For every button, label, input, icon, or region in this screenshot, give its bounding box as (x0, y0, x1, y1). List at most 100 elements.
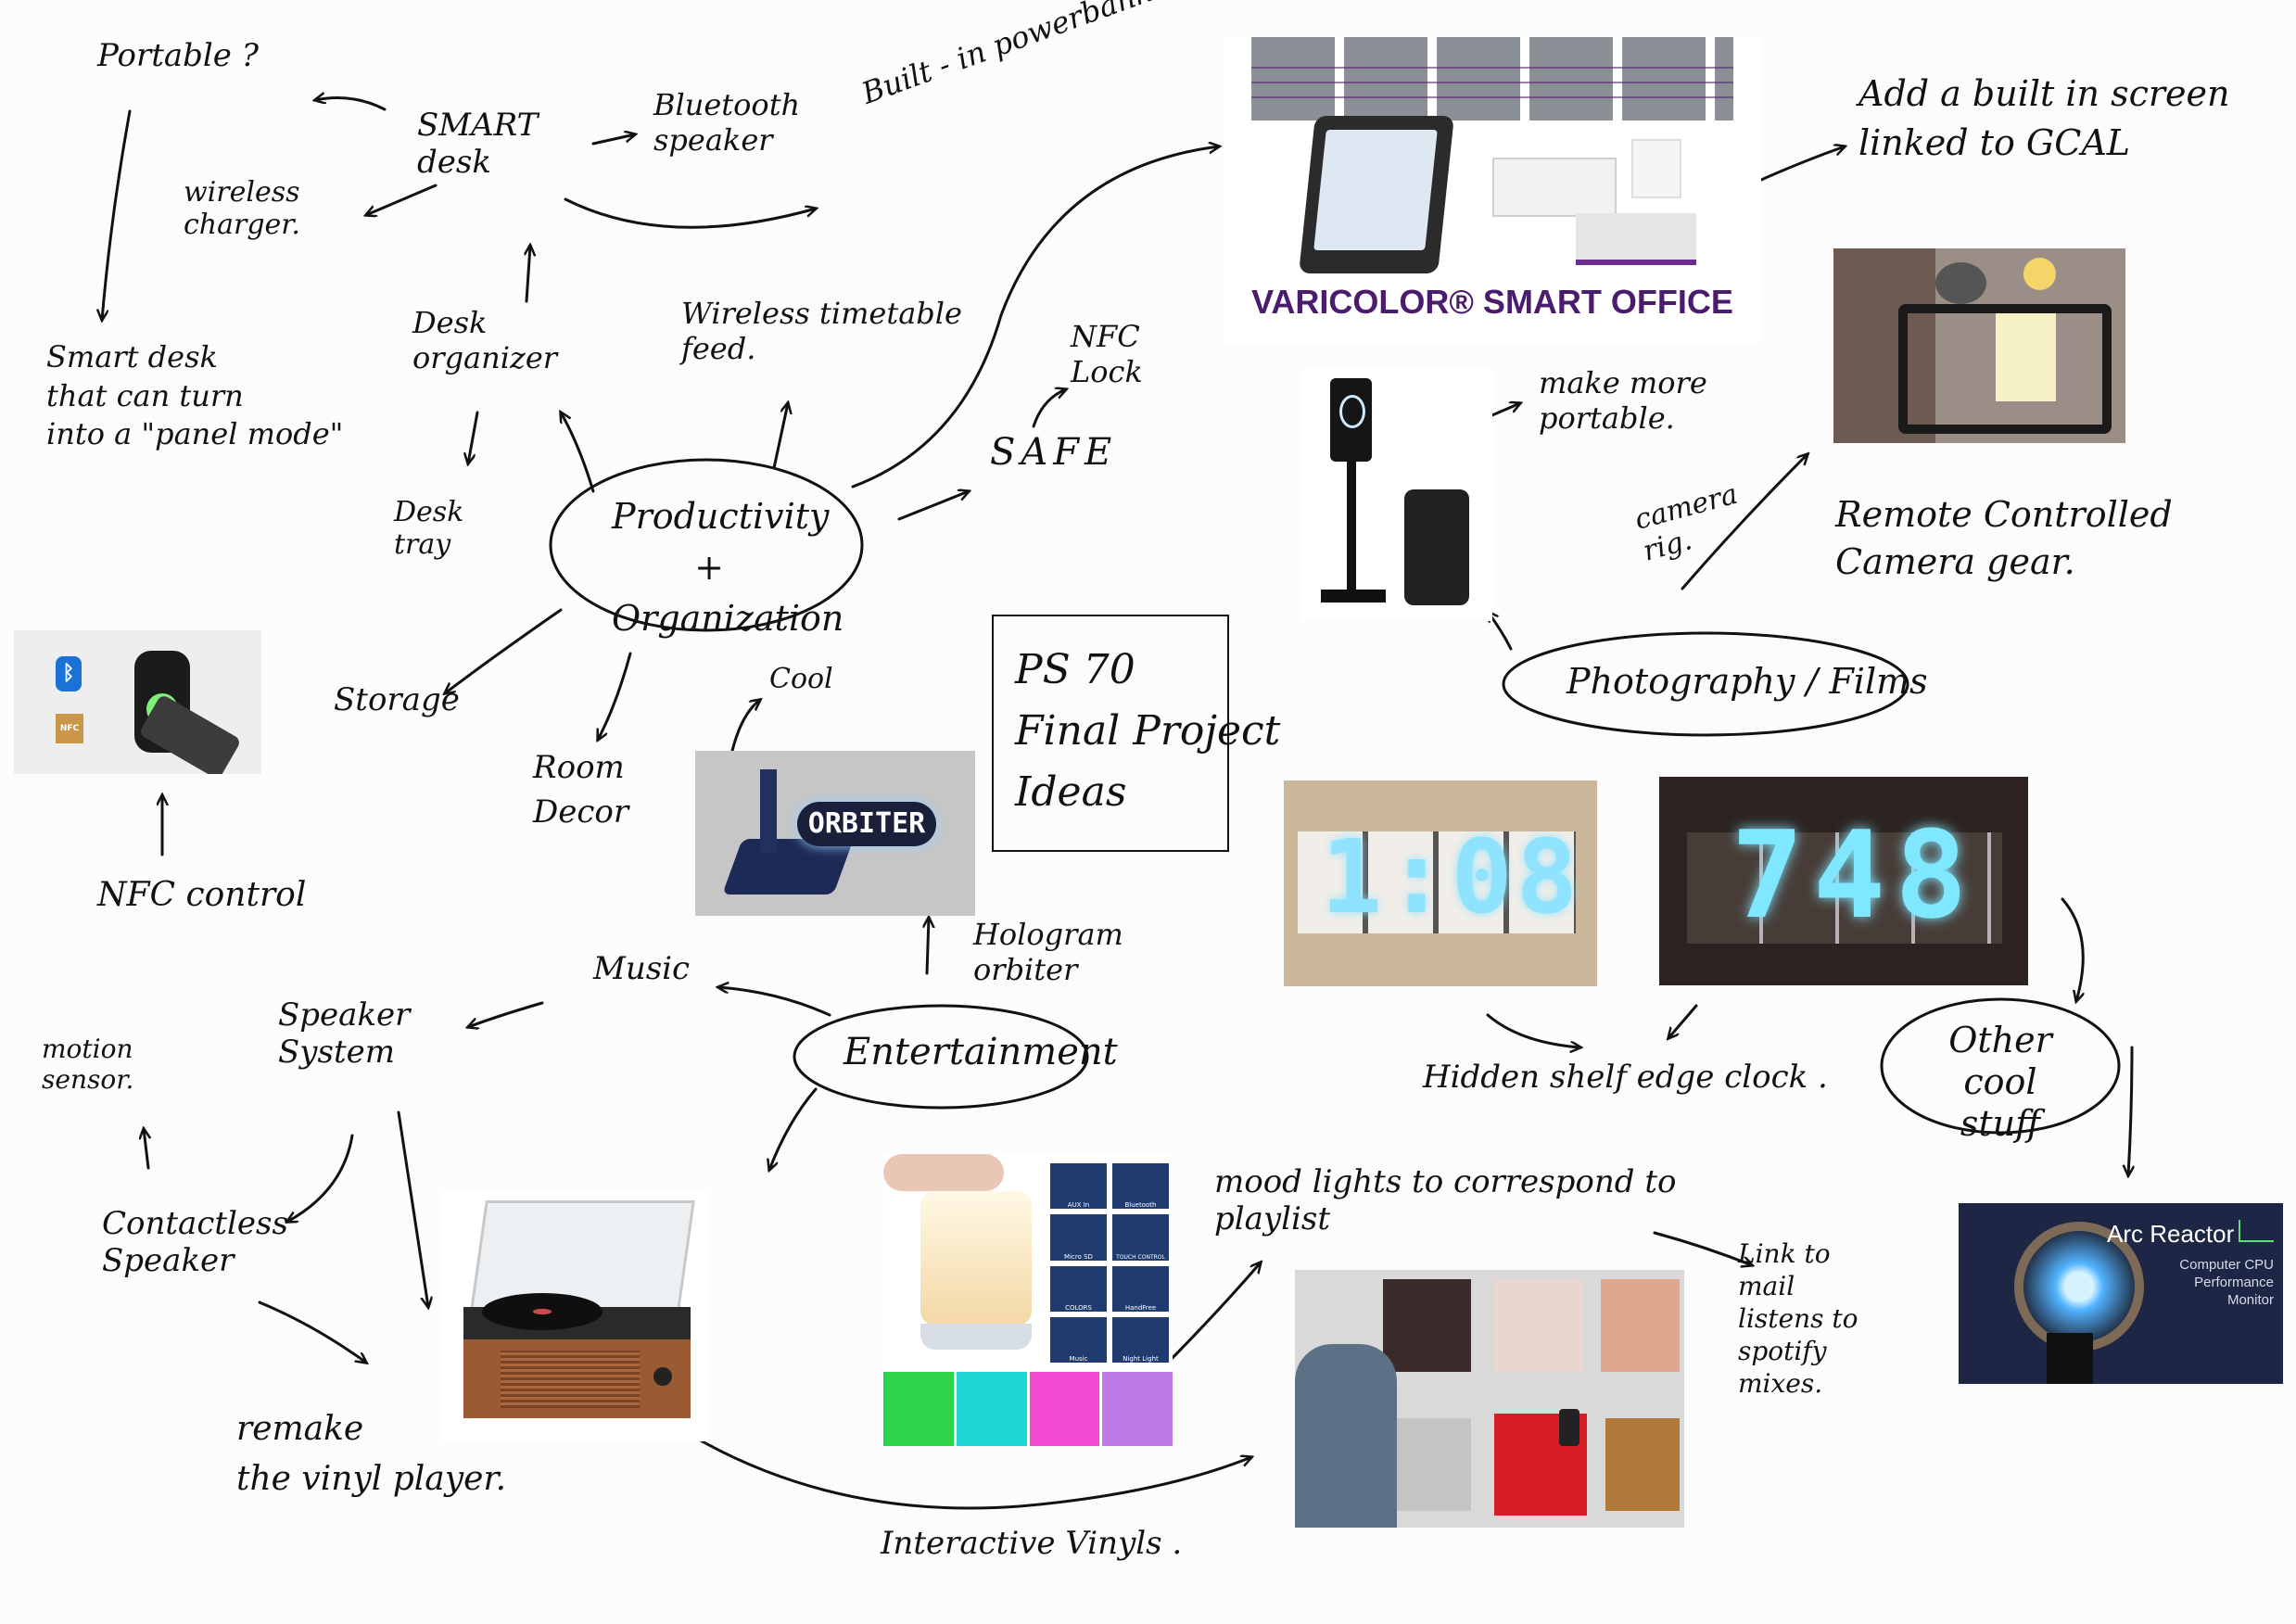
hub-entertainment: Entertainment (844, 1031, 1118, 1073)
label-motion-sensor: motion sensor. (42, 1034, 134, 1096)
arrow-portable-smartdesk (102, 109, 132, 320)
lamp-feature-grid: AUX In Bluetooth Micro SD TOUCH CONTROL … (1050, 1163, 1169, 1363)
arrow-music-speaker (468, 1001, 544, 1027)
label-remote-camera: Remote Controlled Camera gear. (1835, 494, 2173, 583)
page-title: PS 70 Final Project Ideas (1015, 646, 1281, 816)
ellipse-other (1880, 997, 2121, 1135)
label-smart-desk: SMART desk (417, 107, 539, 182)
label-bluetooth-speaker: Bluetooth speaker (653, 87, 801, 158)
arrow-ent-bottom (769, 1087, 818, 1170)
label-portable: Portable ? (97, 37, 259, 74)
arrow-desk-portable (315, 98, 387, 111)
photo-touch-lamp: AUX In Bluetooth Micro SD TOUCH CONTROL … (883, 1154, 1173, 1446)
booth-ring-light (1339, 395, 1365, 428)
label-smart-desk-panel: Smart desk that can turn into a "panel m… (46, 339, 344, 452)
lamp-cyan (956, 1372, 1027, 1446)
tablet-screen (1313, 130, 1438, 250)
photo-camera-rig (1833, 248, 2125, 443)
arc-title: Arc Reactor (2107, 1220, 2235, 1248)
led-panel (1996, 313, 2056, 401)
photo-nfc-phone: ᛒ NFC (14, 630, 261, 774)
label-nfc-lock: NFC Lock (1071, 319, 1143, 389)
varicolor-caption: VARICOLOR® SMART OFFICE (1251, 283, 1733, 321)
handsfree-icon: HandFree (1112, 1265, 1169, 1312)
orbiter-arm (760, 769, 777, 853)
lamp-pink (1029, 1372, 1100, 1446)
arrow-ent-music (718, 987, 831, 1017)
arrow-prod-storage (445, 608, 563, 693)
label-interactive-vinyls: Interactive Vinyls . (881, 1525, 1183, 1562)
title-box (992, 615, 1229, 852)
label-wireless-timetable: Wireless timetable feed. (681, 296, 962, 366)
orbiter-display: ORBITER (797, 802, 936, 846)
photo-varicolor-smart-office: VARICOLOR® SMART OFFICE (1224, 37, 1761, 343)
colors-icon: COLORS (1050, 1265, 1107, 1312)
arrow-other-arc (2128, 1046, 2132, 1175)
arrow-contactless-remake (258, 1300, 366, 1363)
arrow-contactless-motion (144, 1129, 148, 1170)
bluetooth-feature-icon: Bluetooth (1112, 1163, 1169, 1210)
label-nfc-control: NFC control (97, 876, 307, 914)
person-face (1833, 248, 1935, 443)
label-hidden-shelf-clock: Hidden shelf edge clock . (1423, 1059, 1828, 1096)
album-cover-2 (1494, 1279, 1582, 1372)
arrow-makeportable (1486, 403, 1520, 419)
label-safe: SAFE (990, 431, 1118, 474)
nfc-badge-icon: NFC (56, 714, 83, 743)
shelf-grid-1 (1298, 831, 1576, 933)
clock-digits-2: 748 (1731, 805, 1977, 945)
lamp-color-strip (883, 1372, 1173, 1446)
arrow-prod-timetable (772, 403, 788, 470)
arrow-clock-other (2061, 897, 2083, 1001)
phone-in-hand-icon (1559, 1409, 1579, 1446)
music-icon: Music (1050, 1316, 1107, 1363)
booth-base (1321, 590, 1386, 603)
lamp-shade (920, 1191, 1032, 1326)
arrow-room-cool (730, 700, 760, 753)
arrow-organizer-desk (526, 246, 530, 303)
arrow-mood-link (1653, 1231, 1752, 1265)
chart-icon (2239, 1220, 2274, 1242)
label-hologram: Hologram orbiter (973, 917, 1123, 987)
label-add-screen: Add a built in screen linked to GCAL (1858, 73, 2230, 164)
arrow-clock2-hidden (1668, 1004, 1698, 1038)
arrow-desk-wireless (366, 184, 438, 215)
lamp-violet (1102, 1372, 1173, 1446)
lamp-base (920, 1324, 1032, 1350)
hub-photography: Photography / Films (1567, 661, 1928, 702)
arrow-hologram (927, 918, 929, 975)
photo-arc-reactor: Arc Reactor Computer CPU Performance Mon… (1959, 1203, 2283, 1384)
bluetooth-icon: ᛒ (56, 656, 82, 691)
label-remake-vinyl: remake the vinyl player. (236, 1410, 507, 1498)
album-cover-4 (1383, 1418, 1471, 1511)
orbiter-base (722, 839, 854, 894)
speaker-grille (501, 1351, 640, 1408)
label-wireless-charger: wireless charger. (184, 176, 300, 242)
arrow-clock-hidden (1486, 1013, 1580, 1047)
person-image (1295, 1344, 1397, 1528)
tray-organizer (1492, 158, 1617, 217)
travel-case (1404, 489, 1469, 605)
arrow-speaker-vinyl (397, 1110, 428, 1307)
clock-digits-1: 1:08 (1321, 818, 1581, 936)
arrow-prod-organizer (561, 412, 595, 493)
drawer-stripes (1251, 56, 1733, 111)
night-light-icon: Night Light (1112, 1316, 1169, 1363)
arrow-camerarig (1681, 454, 1808, 590)
ellipse-entertainment (793, 1004, 1089, 1110)
arrow-prod-safe (897, 491, 969, 521)
arrow-desk-powerbank (564, 197, 816, 229)
aux-icon: AUX In (1050, 1163, 1107, 1210)
vinyl-record-icon (482, 1293, 603, 1330)
label-cool: Cool (769, 663, 833, 695)
arrow-organizer-tray (468, 411, 479, 463)
rig-frame (1898, 304, 2112, 434)
album-cover-5 (1605, 1418, 1680, 1511)
arrow-prod-room (598, 652, 632, 740)
label-mood-lights: mood lights to correspond to playlist (1214, 1163, 1677, 1238)
volume-knob-icon (653, 1367, 672, 1386)
shelf-grid-2 (1687, 832, 2002, 944)
ellipse-photography (1502, 631, 1909, 737)
